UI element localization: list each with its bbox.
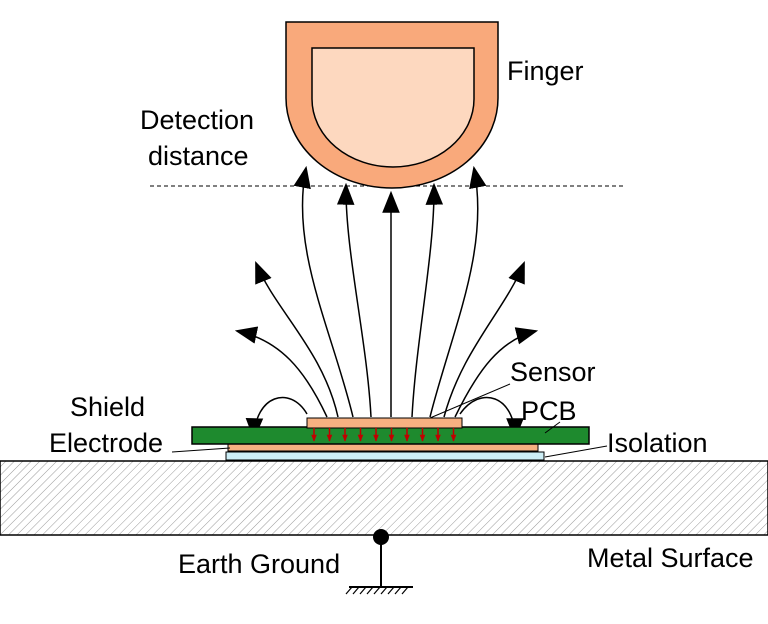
- field-line-inner-left: [336, 182, 372, 418]
- detection-distance-label-line2: distance: [148, 141, 249, 171]
- isolation-layer: [225, 451, 545, 461]
- field-line-outer-left: [293, 165, 354, 418]
- earth-ground-symbol: [345, 537, 413, 595]
- field-line-loop-right: [459, 396, 524, 441]
- finger-inner: [311, 47, 475, 168]
- shield-label-line1: Shield: [70, 392, 146, 422]
- metal-surface-label: Metal Surface: [587, 543, 754, 573]
- pcb-label: PCB: [521, 396, 577, 426]
- field-line-inner-right: [411, 182, 444, 418]
- metal-surface: [0, 460, 768, 536]
- isolation-leader: [544, 445, 608, 458]
- leader-lines: [171, 383, 608, 458]
- field-line-outer-right: [429, 165, 487, 418]
- ground-node: [373, 529, 389, 545]
- shield-label-line2: Electrode: [49, 428, 164, 458]
- field-line-loop-left: [245, 396, 308, 441]
- field-line-wide-right: [443, 260, 525, 418]
- detection-distance-label-line1: Detection: [140, 105, 255, 135]
- shield-leader: [171, 447, 231, 453]
- sensor-label: Sensor: [510, 357, 596, 387]
- isolation-label: Isolation: [607, 428, 708, 458]
- pcb-leader: [544, 421, 561, 434]
- charge-arrows: [311, 428, 457, 442]
- sensor-leader: [429, 383, 511, 419]
- sensor-electrode: [306, 417, 463, 429]
- field-lines: [234, 165, 539, 441]
- field-line-wide-left: [255, 260, 339, 418]
- earth-ground-label: Earth Ground: [178, 549, 341, 579]
- field-line-low-right: [454, 327, 539, 418]
- pcb-board: [191, 426, 590, 445]
- field-line-low-left: [234, 326, 328, 418]
- finger-label: Finger: [507, 56, 584, 86]
